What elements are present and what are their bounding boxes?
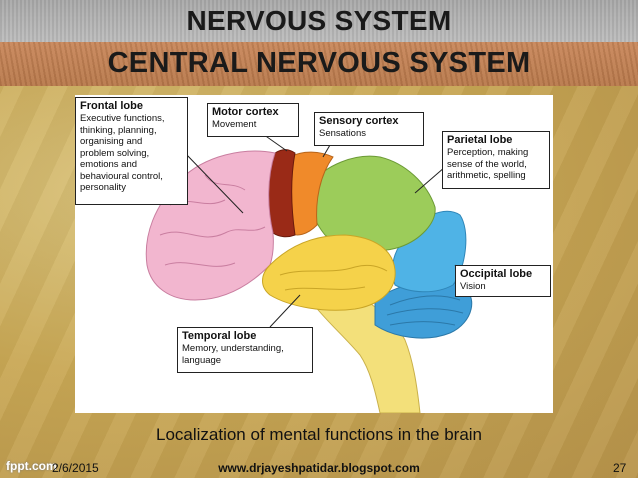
page-number: 27 bbox=[613, 461, 627, 475]
fppt-logo: fppt.com bbox=[6, 459, 57, 473]
label-temporal-lobe: Temporal lobe Memory, understanding, lan… bbox=[177, 327, 313, 373]
label-sensory-cortex: Sensory cortex Sensations bbox=[314, 112, 424, 146]
label-frontal-heading: Frontal lobe bbox=[80, 100, 143, 112]
label-parietal-heading: Parietal lobe bbox=[447, 134, 513, 146]
label-sensory-heading: Sensory cortex bbox=[319, 115, 399, 127]
label-occipital-text: Vision bbox=[460, 281, 486, 292]
label-frontal-lobe: Frontal lobe Executive functions, thinki… bbox=[75, 97, 188, 205]
slide-subtitle: CENTRAL NERVOUS SYSTEM bbox=[107, 47, 531, 79]
temporal-region bbox=[262, 234, 396, 311]
label-occipital-heading: Occipital lobe bbox=[460, 268, 533, 280]
title-band-copper bbox=[0, 42, 638, 86]
label-temporal-heading: Temporal lobe bbox=[182, 330, 257, 342]
footer-date: 2/6/2015 bbox=[52, 461, 99, 475]
label-motor-text: Movement bbox=[212, 119, 257, 130]
label-sensory-text: Sensations bbox=[319, 128, 367, 139]
label-motor-heading: Motor cortex bbox=[212, 106, 279, 118]
brain-diagram: Frontal lobe Executive functions, thinki… bbox=[75, 95, 553, 413]
slide-title: NERVOUS SYSTEM bbox=[186, 5, 452, 36]
footer-url: www.drjayeshpatidar.blogspot.com bbox=[218, 461, 420, 475]
figure-caption: Localization of mental functions in the … bbox=[155, 425, 483, 444]
label-parietal-lobe: Parietal lobe Perception, making sense o… bbox=[442, 131, 550, 189]
label-temporal-text: Memory, understanding, language bbox=[182, 343, 284, 366]
label-parietal-text: Perception, making sense of the world, a… bbox=[447, 147, 529, 181]
label-motor-cortex: Motor cortex Movement bbox=[207, 103, 299, 137]
label-occipital-lobe: Occipital lobe Vision bbox=[455, 265, 551, 297]
title-band-grey bbox=[0, 0, 638, 42]
label-frontal-text: Executive functions, thinking, planning,… bbox=[80, 113, 165, 193]
parietal-region bbox=[308, 155, 436, 252]
